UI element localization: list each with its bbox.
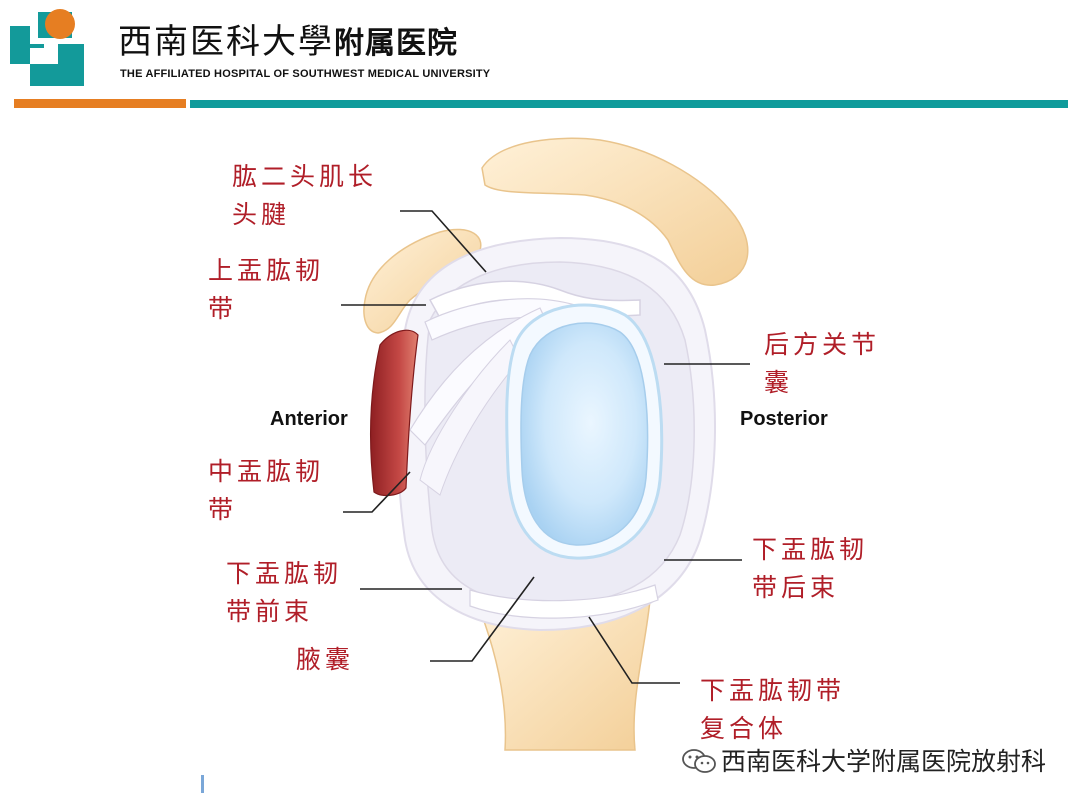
inferior-ligament-band bbox=[469, 584, 659, 619]
label-posterior: Posterior bbox=[740, 408, 828, 430]
label-iglhl-complex: 下盂肱韧带 复合体 bbox=[700, 676, 846, 743]
label-axillary-pouch: 腋囊 bbox=[296, 645, 355, 674]
text-cursor bbox=[201, 775, 204, 793]
subscapularis-muscle bbox=[370, 329, 419, 497]
label-biceps-long-head-tendon: 肱二头肌长 头腱 bbox=[232, 162, 378, 229]
header-bar-teal bbox=[190, 100, 1068, 108]
label-middle-glenohumeral-ligament: 中盂肱韧 带 bbox=[208, 457, 325, 524]
glenoid-cartilage bbox=[520, 322, 649, 546]
acromion-bone bbox=[481, 137, 749, 286]
glenoid-neck-bone bbox=[478, 599, 651, 751]
hospital-name-en: THE AFFILIATED HOSPITAL OF SOUTHWEST MED… bbox=[120, 68, 491, 80]
label-anterior: Anterior bbox=[270, 408, 348, 430]
hospital-logo-icon bbox=[10, 9, 84, 86]
label-superior-glenohumeral-ligament: 上盂肱韧 带 bbox=[208, 256, 325, 323]
watermark: 西南医科大学附属医院放射科 bbox=[681, 742, 1046, 778]
label-posterior-capsule: 后方关节 囊 bbox=[764, 330, 881, 397]
leader-lines bbox=[341, 210, 750, 684]
label-iglhl-posterior-band: 下盂肱韧 带后束 bbox=[752, 535, 869, 602]
hospital-name-cn: 西南医科大學附属医院 bbox=[118, 22, 458, 62]
header-bar-orange bbox=[14, 99, 186, 108]
label-iglhl-anterior-band: 下盂肱韧 带前束 bbox=[226, 559, 343, 626]
wechat-icon bbox=[682, 749, 716, 773]
header: 西南医科大學附属医院 THE AFFILIATED HOSPITAL OF SO… bbox=[0, 0, 1080, 112]
